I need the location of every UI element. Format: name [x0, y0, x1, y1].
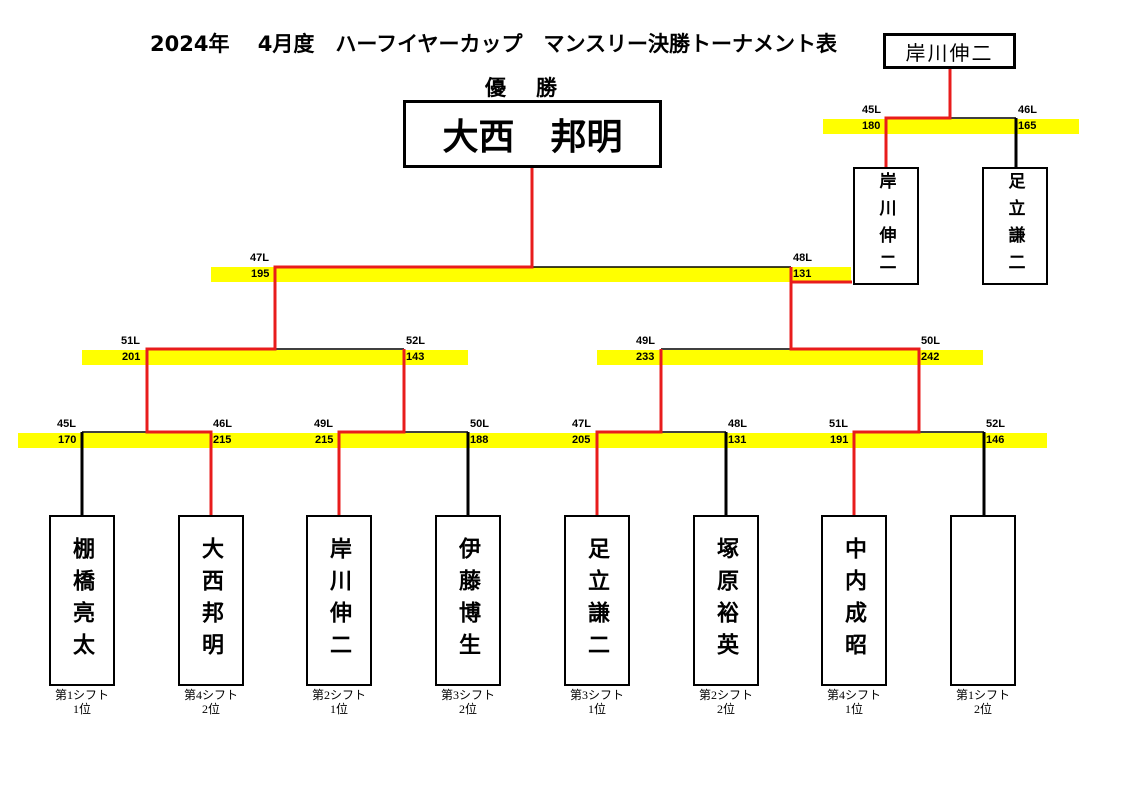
lane-label: 50L	[921, 335, 940, 347]
player-box: 足立謙二	[564, 515, 630, 686]
score-value: 195	[251, 268, 270, 280]
score-value: 191	[830, 434, 849, 446]
score-value: 170	[58, 434, 77, 446]
lane-label: 47L	[250, 252, 269, 264]
page-title: 2024年 4月度 ハーフイヤーカップ マンスリー決勝トーナメント表	[150, 32, 838, 56]
player-caption: 第4シフト 1位	[814, 688, 894, 716]
player-caption: 第4シフト 2位	[171, 688, 251, 716]
player-box: 塚原裕英	[693, 515, 759, 686]
player-name: 伊藤博生	[455, 536, 481, 665]
score-value: 143	[406, 351, 425, 363]
player-name: 岸川伸二	[875, 172, 896, 280]
score-value: 131	[793, 268, 812, 280]
player-box: 岸川伸二	[853, 167, 919, 285]
score-value: 180	[862, 120, 881, 132]
player-caption: 第3シフト 1位	[557, 688, 637, 716]
lane-label: 45L	[862, 104, 881, 116]
shift-label: 第4シフト	[183, 688, 238, 702]
shift-label: 第4シフト	[826, 688, 881, 702]
score-bar-semi-right	[597, 350, 983, 365]
champion-label: 優勝	[485, 75, 587, 100]
player-caption: 第3シフト 2位	[428, 688, 508, 716]
rank-label: 1位	[587, 702, 606, 716]
player-caption: 第1シフト 2位	[943, 688, 1023, 716]
score-value: 205	[572, 434, 591, 446]
rank-label: 1位	[329, 702, 348, 716]
lane-label: 50L	[470, 418, 489, 430]
lane-label: 49L	[636, 335, 655, 347]
player-caption: 第2シフト 1位	[299, 688, 379, 716]
player-box: 大西邦明	[178, 515, 244, 686]
player-box	[950, 515, 1016, 686]
score-value: 131	[728, 434, 747, 446]
rank-label: 1位	[72, 702, 91, 716]
score-value: 242	[921, 351, 940, 363]
score-value: 188	[470, 434, 489, 446]
player-name: 足立謙二	[1004, 172, 1025, 280]
player-box: 足立謙二	[982, 167, 1048, 285]
player-name: 中内成昭	[841, 536, 867, 665]
lane-label: 45L	[57, 418, 76, 430]
player-name: 大西邦明	[198, 536, 224, 665]
player-box: 伊藤博生	[435, 515, 501, 686]
lane-label: 46L	[213, 418, 232, 430]
score-value: 201	[122, 351, 141, 363]
lane-label: 52L	[406, 335, 425, 347]
rank-label: 2位	[458, 702, 477, 716]
lane-label: 48L	[793, 252, 812, 264]
lane-label: 51L	[829, 418, 848, 430]
shift-label: 第1シフト	[955, 688, 1010, 702]
player-caption: 第1シフト 1位	[42, 688, 122, 716]
lane-label: 52L	[986, 418, 1005, 430]
score-bar-semi-left	[82, 350, 468, 365]
lane-label: 51L	[121, 335, 140, 347]
player-name: 塚原裕英	[713, 536, 739, 665]
score-value: 233	[636, 351, 655, 363]
lane-label: 49L	[314, 418, 333, 430]
shift-label: 第2シフト	[311, 688, 366, 702]
player-name: 棚橋亮太	[69, 536, 95, 665]
score-bar-first-round	[18, 433, 1047, 448]
player-box: 岸川伸二	[306, 515, 372, 686]
lane-label: 46L	[1018, 104, 1037, 116]
sub-winner-box: 岸川伸二	[883, 33, 1016, 69]
rank-label: 2位	[201, 702, 220, 716]
lane-label: 47L	[572, 418, 591, 430]
score-value: 165	[1018, 120, 1037, 132]
score-bar-final	[211, 267, 851, 282]
shift-label: 第3シフト	[440, 688, 495, 702]
rank-label: 1位	[844, 702, 863, 716]
player-caption: 第2シフト 2位	[686, 688, 766, 716]
rank-label: 2位	[716, 702, 735, 716]
player-name: 足立謙二	[584, 536, 610, 665]
lane-label: 48L	[728, 418, 747, 430]
score-value: 215	[315, 434, 334, 446]
player-box: 棚橋亮太	[49, 515, 115, 686]
rank-label: 2位	[973, 702, 992, 716]
score-value: 146	[986, 434, 1005, 446]
player-name: 岸川伸二	[326, 536, 352, 665]
shift-label: 第1シフト	[54, 688, 109, 702]
player-box: 中内成昭	[821, 515, 887, 686]
shift-label: 第3シフト	[569, 688, 624, 702]
champion-box: 大西 邦明	[403, 100, 662, 168]
score-value: 215	[213, 434, 232, 446]
shift-label: 第2シフト	[698, 688, 753, 702]
